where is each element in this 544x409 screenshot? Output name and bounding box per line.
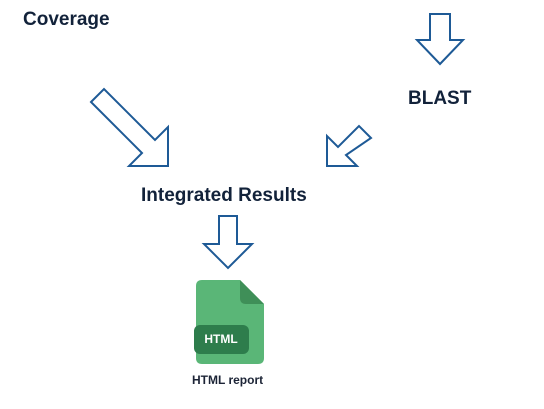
integrated-results-label: Integrated Results — [141, 185, 307, 206]
blast-label: BLAST — [408, 88, 472, 109]
html-badge-text: HTML — [204, 332, 237, 346]
arrow-integrated-to-report-icon — [201, 215, 255, 270]
html-badge — [194, 325, 249, 354]
document-fold — [240, 280, 264, 304]
coverage-label: Coverage — [23, 9, 110, 30]
arrow-down-to-blast-icon — [414, 13, 466, 66]
html-file-icon: HTML — [194, 280, 264, 364]
html-report-label: HTML report — [192, 373, 264, 387]
